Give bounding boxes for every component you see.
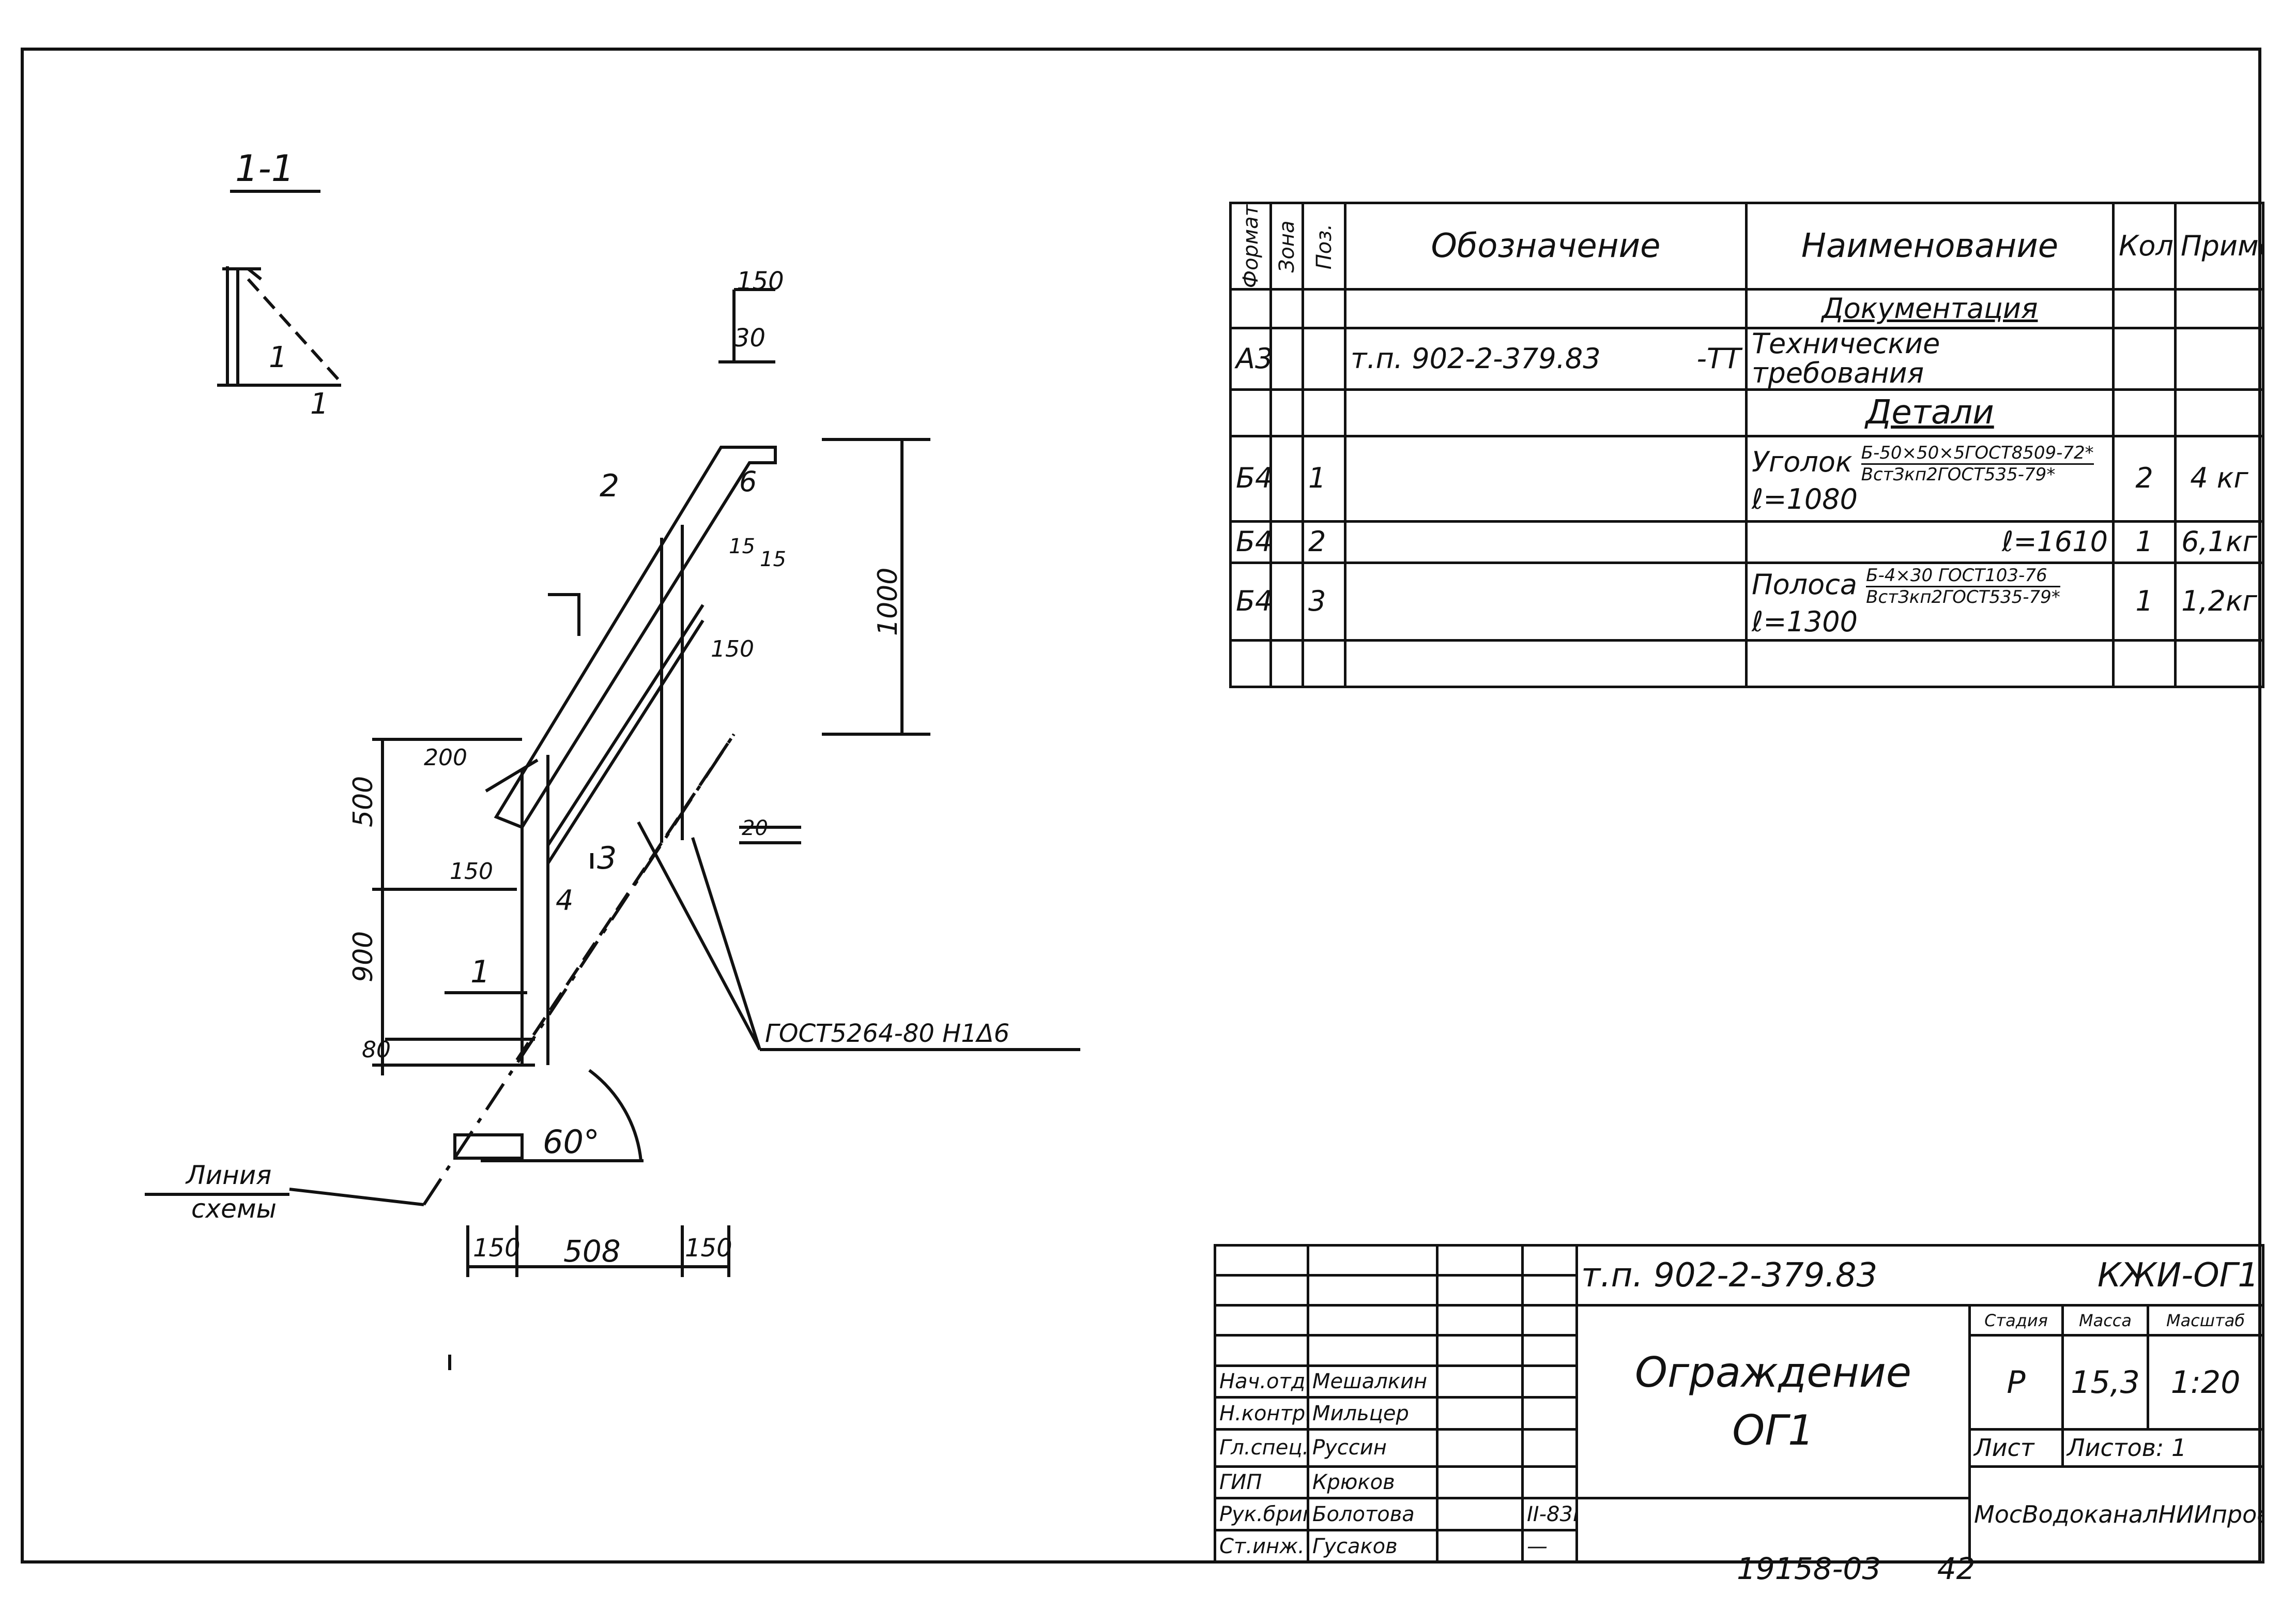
dim-15b: 15: [760, 548, 786, 571]
section-dash: [247, 278, 343, 384]
weld-leader: [637, 821, 1080, 1051]
dim-500: 500: [348, 776, 379, 827]
pos-3: 3: [597, 840, 617, 876]
section-mark-left: 1: [269, 341, 287, 374]
specification-table: Формат Зона Поз. Обозначение Наименовани…: [1229, 201, 2264, 688]
scheme-label-2: схемы: [191, 1194, 277, 1224]
title-line1: Ограждение: [1635, 1348, 1911, 1397]
dim-top: [718, 288, 775, 363]
weld-note: ГОСТ5264-80 Н1Δ6: [765, 1019, 1009, 1048]
scheme-label-1: Линия: [185, 1160, 271, 1190]
header-zone: Зона: [1271, 203, 1303, 290]
base-plate: [453, 1133, 524, 1160]
mass-value: 15,3: [2061, 1334, 2149, 1431]
middle-rail: [546, 604, 705, 864]
doc-format: А3: [1229, 327, 1272, 391]
stage-label: Стадия: [1968, 1304, 2064, 1337]
doc-designation: т.п. 902-2-379.83 -ТТ: [1344, 327, 1748, 391]
dim-150-top: 150: [737, 267, 784, 296]
section-mark-bottom: 1: [310, 387, 329, 421]
title-line2: ОГ1: [1732, 1406, 1814, 1455]
table-row: Б4 1 Уголок Б-50×50×5ГОСТ8509-72*ВстЗкп2…: [1229, 434, 2264, 523]
dim-150-br: 150: [685, 1234, 732, 1263]
scheme-leader: [145, 1188, 424, 1206]
title-cell: Ограждение ОГ1: [1575, 1304, 1971, 1500]
dim-30: 30: [734, 324, 766, 353]
header-pos: Поз.: [1303, 203, 1345, 290]
cut-mark: [548, 593, 593, 869]
sheet-code: КЖИ-ОГ1: [2097, 1256, 2259, 1295]
scale-value: 1:20: [2147, 1334, 2264, 1431]
dim-508: 508: [563, 1234, 621, 1269]
header-name: Наименование: [1745, 201, 2115, 291]
leaders: [445, 758, 539, 994]
section-label: 1-1: [235, 147, 294, 190]
dim-20: 20: [742, 816, 768, 840]
pos-2: 2: [600, 468, 619, 504]
dim-15a: 15: [729, 535, 755, 558]
header-qty: Кол.: [2112, 201, 2177, 291]
dim-vertical: [372, 738, 522, 1075]
dim-horizontal: [466, 1225, 730, 1277]
header-note: Примеч.: [2174, 201, 2264, 291]
footer-page: 42: [1937, 1551, 1976, 1586]
header-format: Формат: [1230, 203, 1271, 290]
table-row: Б4 2 ℓ=1610 1 6,1кг: [1229, 520, 2264, 564]
section-details: Детали: [1745, 388, 2115, 437]
angle-arc: [588, 1069, 642, 1161]
dim-150-mid: 150: [711, 636, 754, 662]
mass-label: Масса: [2061, 1304, 2149, 1337]
section-documentation: Документация: [1745, 288, 2115, 330]
dim-150-left: 150: [450, 858, 493, 885]
dim-1000: 1000: [873, 568, 904, 636]
drawing-frame: [21, 48, 2261, 1564]
scale-label: Масштаб: [2147, 1304, 2264, 1337]
stringer-line: [515, 733, 736, 1061]
dim-900: 900: [348, 931, 379, 982]
dim-20: [739, 826, 801, 844]
pos-4: 4: [556, 884, 573, 917]
footer-inventory: 19158-03 42: [1737, 1551, 1976, 1586]
post-right: [660, 525, 684, 843]
post-left: [521, 755, 549, 1065]
bottom-rail: [385, 1038, 535, 1067]
pos-6-top: 6: [739, 465, 757, 498]
pos-1: 1: [470, 954, 490, 990]
doc-suffix: -ТТ: [1696, 342, 1741, 375]
document-code-cell: т.п. 902-2-379.83 КЖИ-ОГ1: [1575, 1243, 2264, 1307]
header-designation: Обозначение: [1344, 201, 1748, 291]
stage-value: Р: [1968, 1334, 2064, 1431]
angle-label: 60°: [543, 1123, 600, 1161]
row1-name: Уголок Б-50×50×5ГОСТ8509-72*ВстЗкп2ГОСТ5…: [1745, 434, 2115, 523]
dim-1000: [822, 438, 930, 736]
dim-200: 200: [424, 745, 467, 771]
stringer-axis: [422, 733, 736, 1206]
dim-150-bl: 150: [473, 1234, 521, 1263]
title-block: т.п. 902-2-379.83 КЖИ-ОГ1 Ограждение ОГ1…: [1214, 1243, 2264, 1564]
doc-name: Технические требования: [1745, 327, 2115, 391]
section-profile: [222, 266, 262, 385]
organization: МосВодоканалНИИпроект: [1968, 1465, 2264, 1564]
sheets-label: Листов: 1: [2061, 1428, 2264, 1468]
dim-80: 80: [362, 1037, 391, 1063]
sheet-label: Лист: [1968, 1428, 2064, 1468]
